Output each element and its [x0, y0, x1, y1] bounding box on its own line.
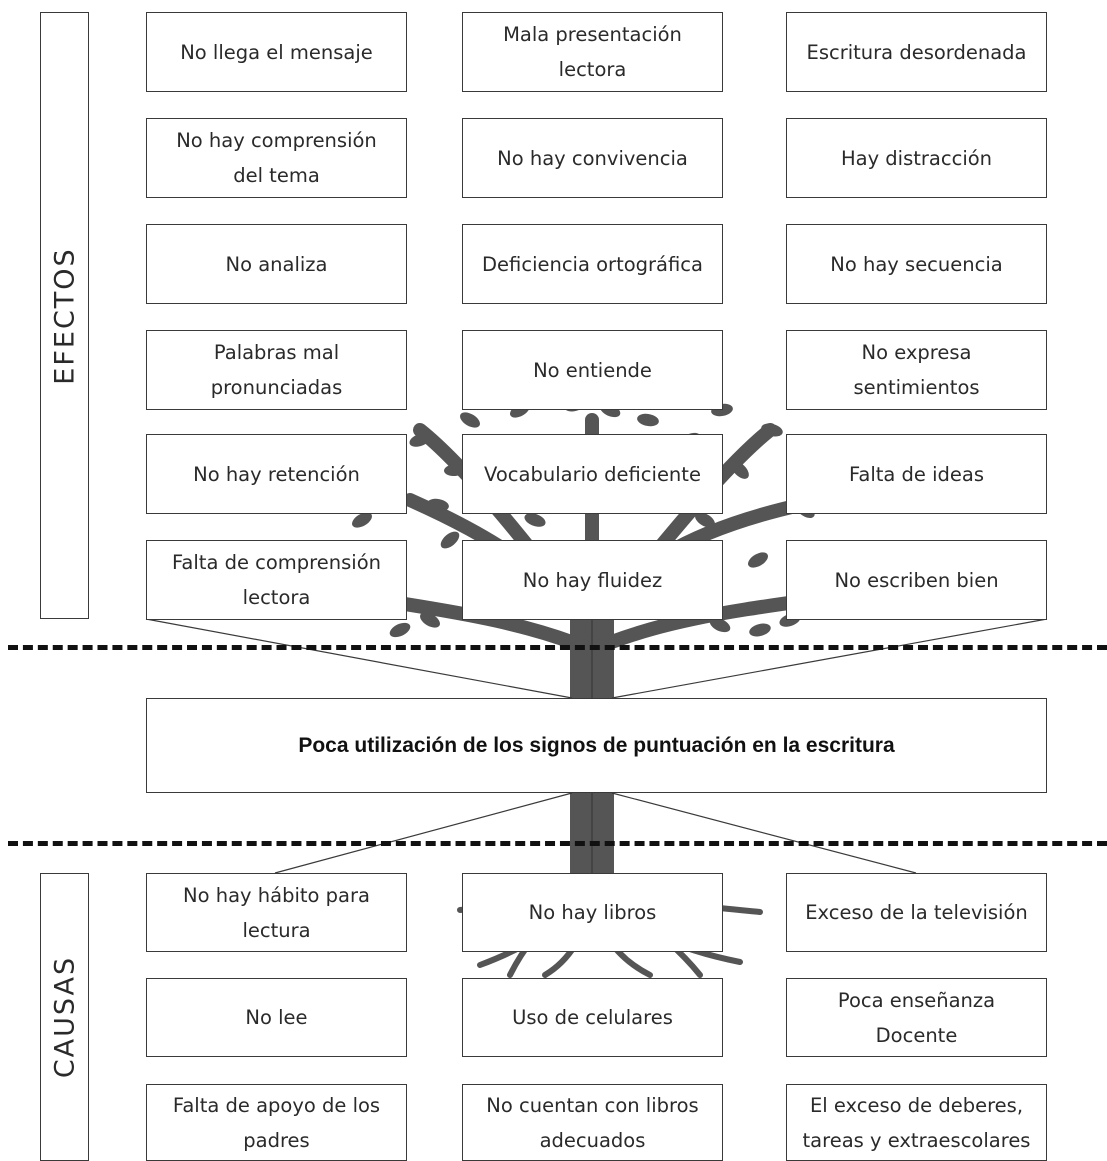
- effects-box: No expresa sentimientos: [786, 330, 1047, 410]
- causes-box: No cuentan con libros adecuados: [462, 1084, 723, 1161]
- tree-leaf: [761, 423, 783, 437]
- effects-label: EFECTOS: [49, 246, 80, 385]
- causes-box: El exceso de deberes, tareas y extraesco…: [786, 1084, 1047, 1161]
- lower-dashed-divider: [8, 841, 1107, 846]
- causes-label: CAUSAS: [49, 955, 80, 1079]
- effects-box: Vocabulario deficiente: [462, 434, 723, 514]
- effects-box: No hay retención: [146, 434, 407, 514]
- tree-leaf: [709, 617, 731, 633]
- tree-leaf: [460, 412, 480, 428]
- effects-box: Hay distracción: [786, 118, 1047, 198]
- effects-box: No hay comprensión del tema: [146, 118, 407, 198]
- connector-line: [145, 618, 573, 699]
- effects-box: Escritura desordenada: [786, 12, 1047, 92]
- causes-box: Uso de celulares: [462, 978, 723, 1057]
- tree-leaf: [444, 463, 466, 477]
- connector-line: [611, 792, 917, 874]
- tree-leaf: [731, 461, 749, 479]
- tree-leaf: [440, 531, 460, 549]
- effects-box: Deficiencia ortográfica: [462, 224, 723, 304]
- effects-box: No analiza: [146, 224, 407, 304]
- effects-box: No hay fluidez: [462, 540, 723, 620]
- effects-box: No entiende: [462, 330, 723, 410]
- tree-leaf: [637, 413, 659, 427]
- tree-leaf: [409, 433, 431, 447]
- connector-line: [611, 618, 1048, 699]
- tree-leaf: [389, 622, 411, 638]
- tree-leaf: [524, 513, 546, 527]
- effects-box: No hay secuencia: [786, 224, 1047, 304]
- effects-box: Falta de comprensión lectora: [146, 540, 407, 620]
- causes-box: No lee: [146, 978, 407, 1057]
- effects-box: Palabras mal pronunciadas: [146, 330, 407, 410]
- tree-leaf: [352, 512, 372, 528]
- tree-leaf: [748, 552, 768, 568]
- effects-label-box: EFECTOS: [40, 12, 89, 619]
- effects-box: Mala presentación lectora: [462, 12, 723, 92]
- upper-dashed-divider: [8, 645, 1107, 650]
- tree-leaf: [427, 498, 449, 512]
- effects-box: Falta de ideas: [786, 434, 1047, 514]
- causes-label-box: CAUSAS: [40, 873, 89, 1161]
- causes-box: No hay hábito para lectura: [146, 873, 407, 952]
- causes-box: Falta de apoyo de los padres: [146, 1084, 407, 1161]
- causes-box: No hay libros: [462, 873, 723, 952]
- effects-box: No hay convivencia: [462, 118, 723, 198]
- causes-box: Poca enseñanza Docente: [786, 978, 1047, 1057]
- connector-line: [274, 792, 573, 874]
- tree-leaf: [695, 512, 715, 528]
- effects-box: No llega el mensaje: [146, 12, 407, 92]
- tree-leaf: [420, 612, 440, 628]
- causes-box: Exceso de la televisión: [786, 873, 1047, 952]
- tree-leaf: [749, 623, 771, 637]
- central-problem-box: Poca utilización de los signos de puntua…: [146, 698, 1047, 793]
- effects-box: No escriben bien: [786, 540, 1047, 620]
